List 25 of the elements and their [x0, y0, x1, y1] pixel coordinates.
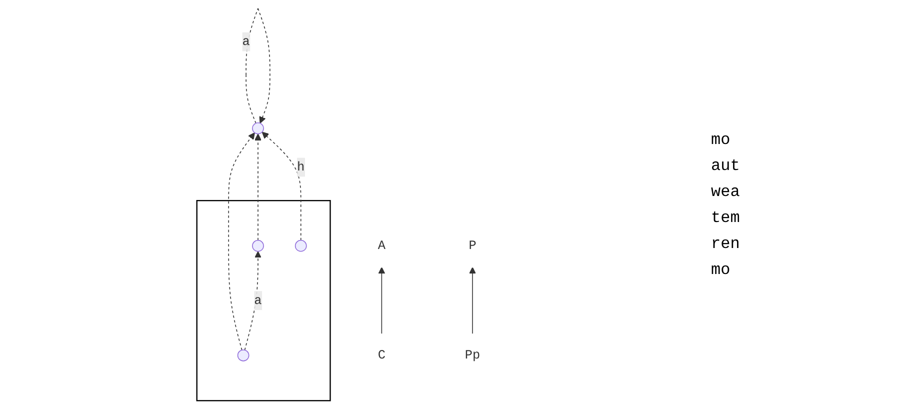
label-text: tem [711, 208, 741, 226]
arrow [244, 251, 262, 350]
arrow [378, 266, 386, 334]
arrow [228, 132, 256, 350]
label-text: wea [711, 182, 741, 200]
edge-label: a [242, 34, 250, 49]
node-text: C [378, 348, 386, 363]
edge-label: h [297, 160, 305, 174]
label-text: aut [711, 156, 741, 174]
cluster [196, 200, 331, 402]
label-text: mo [711, 130, 732, 148]
node-circle [237, 349, 250, 362]
arrow [254, 134, 262, 241]
label-text: mo [711, 260, 732, 278]
node-circle [252, 240, 264, 252]
arrow [246, 8, 270, 124]
edge-label: a [254, 293, 262, 308]
node-text: Pp [464, 348, 480, 363]
node-text: A [378, 238, 386, 253]
node-circle [252, 122, 264, 134]
node-circle [295, 240, 307, 252]
arrow [262, 132, 302, 241]
label-text: ren [711, 234, 741, 252]
arrow [469, 266, 476, 334]
node-text: P [468, 238, 476, 253]
